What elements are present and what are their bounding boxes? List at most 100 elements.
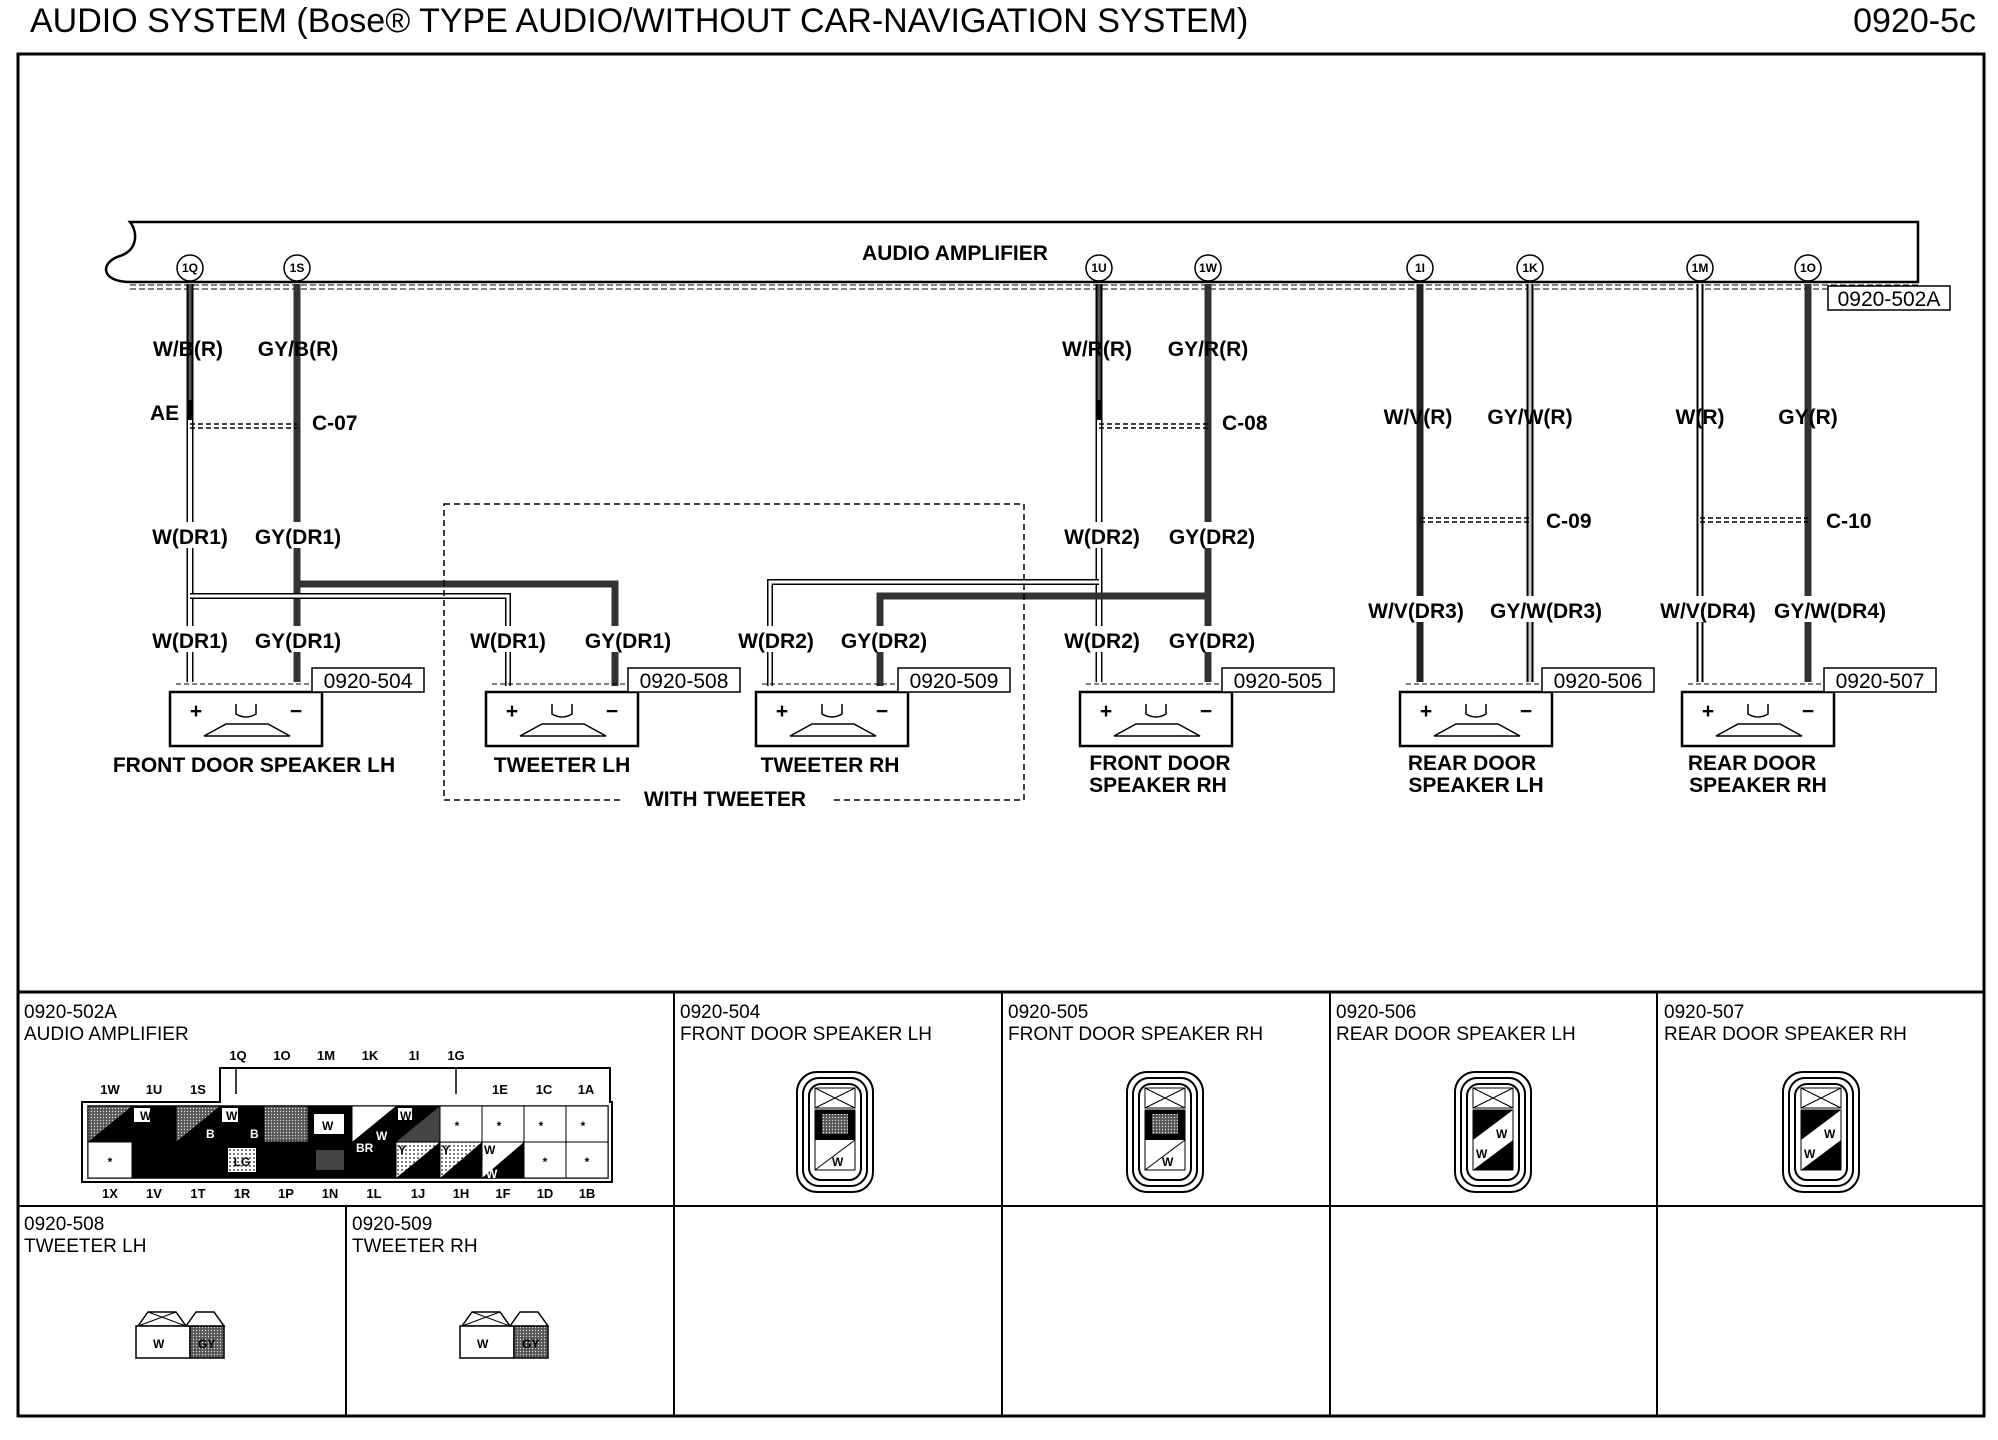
pin-color-text: W xyxy=(1162,1155,1174,1169)
minus-sign: − xyxy=(1802,700,1814,723)
pin-color-text: W xyxy=(1804,1147,1816,1161)
pin-number: 1A xyxy=(578,1082,595,1097)
page-number: 0920-5c xyxy=(1853,2,1976,40)
connector-ref: 0920-506 xyxy=(1554,670,1643,693)
speaker-label: FRONT DOOR xyxy=(1089,752,1230,775)
speaker-tweeter-lh: + − 0920-508 TWEETER LH xyxy=(484,667,741,777)
speaker-front-lh: + − 0920-504 FRONT DOOR SPEAKER LH xyxy=(113,667,425,777)
amplifier-ref: 0920-502A xyxy=(1838,288,1941,311)
speaker-label: SPEAKER RH xyxy=(1089,774,1227,797)
panel-name: TWEETER LH xyxy=(24,1236,146,1257)
pin-color-text: W xyxy=(153,1337,165,1351)
minus-sign: − xyxy=(606,700,618,723)
cell-text: * xyxy=(581,1119,586,1133)
wire-labels-mid: W(DR1) GY(DR1) W(DR2) GY(DR2) xyxy=(140,522,1264,549)
pin-number: 1X xyxy=(102,1186,118,1201)
cell-text: W xyxy=(140,1109,152,1123)
pin-number: 1Q xyxy=(229,1048,246,1063)
plus-sign: + xyxy=(1702,700,1714,723)
panel-name: FRONT DOOR SPEAKER RH xyxy=(1008,1024,1263,1045)
pin-number: 1E xyxy=(492,1082,508,1097)
minus-sign: − xyxy=(876,700,888,723)
amp-pin-1m: 1M xyxy=(1692,261,1709,275)
wire-label: GY(R) xyxy=(1778,406,1838,429)
pin-number: 1D xyxy=(537,1186,554,1201)
panel-name: FRONT DOOR SPEAKER LH xyxy=(680,1024,932,1045)
cell-text: * xyxy=(543,1155,548,1169)
cell-text: Y xyxy=(442,1143,450,1157)
speaker-label: FRONT DOOR SPEAKER LH xyxy=(113,754,395,777)
wire-label: GY/W(R) xyxy=(1487,406,1572,429)
panel-id: 0920-504 xyxy=(680,1002,761,1023)
connector-face-0920-505: W xyxy=(1126,1071,1204,1193)
wire-label: GY/B(R) xyxy=(258,338,339,361)
pin-number: 1N xyxy=(322,1186,339,1201)
pin-number: 1T xyxy=(190,1186,205,1201)
speaker-label: TWEETER LH xyxy=(494,754,631,777)
speakers: + − 0920-504 FRONT DOOR SPEAKER LH + − 0… xyxy=(113,667,1937,797)
panel-id: 0920-502A xyxy=(24,1002,117,1023)
wire-labels-upper: W/B(R) GY/B(R) W/R(R) GY/R(R) W/V(R) GY/… xyxy=(153,338,1838,429)
wire-label: GY/W(DR3) xyxy=(1490,600,1602,623)
speaker-front-rh: + − 0920-505 FRONT DOOR SPEAKER RH xyxy=(1078,667,1335,797)
wire-label: GY(DR1) xyxy=(255,630,341,653)
joints: AE C-07 C-08 C-09 C-10 xyxy=(150,402,1872,533)
speaker-label: REAR DOOR xyxy=(1688,752,1816,775)
wire-label: GY/W(DR4) xyxy=(1774,600,1886,623)
cell-text: Y xyxy=(398,1143,406,1157)
speaker-label: TWEETER RH xyxy=(761,754,900,777)
wire-label: GY(DR2) xyxy=(1169,526,1255,549)
cell-text: W xyxy=(322,1119,334,1133)
pin-color-text: GY xyxy=(198,1337,215,1351)
connector-face-0920-508: W GY xyxy=(135,1311,226,1359)
panel-name: REAR DOOR SPEAKER LH xyxy=(1336,1024,1576,1045)
cell-text: * xyxy=(108,1155,113,1169)
pin-color-text: W xyxy=(1496,1127,1508,1141)
wire-label: W/R(R) xyxy=(1062,338,1132,361)
pin-number: 1P xyxy=(278,1186,294,1201)
pin-color-text: W xyxy=(832,1155,844,1169)
minus-sign: − xyxy=(1520,700,1532,723)
pin-number: 1L xyxy=(366,1186,381,1201)
panel-id: 0920-507 xyxy=(1664,1002,1744,1023)
speaker-rear-lh: + − 0920-506 REAR DOOR SPEAKER LH xyxy=(1398,667,1655,797)
plus-sign: + xyxy=(506,700,518,723)
wire-label: W(DR1) xyxy=(152,630,228,653)
joint-c07-label: C-07 xyxy=(312,412,358,435)
pin-number: 1M xyxy=(317,1048,335,1063)
splice-ae-label: AE xyxy=(150,402,179,425)
amp-connector-face: W B W B W W W W * * * * * LG BR Y Y W * … xyxy=(81,1048,613,1201)
cell-text: W xyxy=(226,1109,238,1123)
cell-text: * xyxy=(497,1119,502,1133)
pin-number: 1H xyxy=(453,1186,470,1201)
tweeter-group-label: WITH TWEETER xyxy=(644,788,806,811)
cell-text: * xyxy=(539,1119,544,1133)
cell-text: B xyxy=(250,1127,259,1141)
connector-ref: 0920-509 xyxy=(910,670,999,693)
amp-pin-1o: 1O xyxy=(1800,261,1816,275)
panel-titles: 0920-502A AUDIO AMPLIFIER 0920-504 FRONT… xyxy=(24,1002,1907,1257)
pin-number: 1V xyxy=(146,1186,162,1201)
pin-number: 1B xyxy=(579,1186,596,1201)
connector-face-0920-506: W W xyxy=(1454,1071,1532,1193)
wire-label: GY/R(R) xyxy=(1168,338,1249,361)
wire-labels-lower: W(DR1) GY(DR1) W(DR1) GY(DR1) W(DR2) GY(… xyxy=(140,596,1896,653)
amplifier-label: AUDIO AMPLIFIER xyxy=(862,242,1048,265)
page-title: AUDIO SYSTEM (Bose® TYPE AUDIO/WITHOUT C… xyxy=(30,2,1249,40)
connector-face-0920-509: W GY xyxy=(459,1311,550,1359)
wire-label: W/V(DR4) xyxy=(1660,600,1756,623)
pin-color-text: W xyxy=(1476,1147,1488,1161)
connector-ref: 0920-507 xyxy=(1836,670,1925,693)
audio-amplifier: AUDIO AMPLIFIER 0920-502A xyxy=(104,220,1951,311)
joint-c10-label: C-10 xyxy=(1826,510,1872,533)
connector-grid xyxy=(18,992,1984,1416)
wire-label: GY(DR1) xyxy=(585,630,671,653)
joint-c09-label: C-09 xyxy=(1546,510,1592,533)
amp-pin-1i: 1I xyxy=(1415,261,1425,275)
pin-color-text: W xyxy=(477,1337,489,1351)
wire-label: W(DR2) xyxy=(1064,630,1140,653)
amp-pin-1u: 1U xyxy=(1091,261,1106,275)
wire-label: W/V(R) xyxy=(1384,406,1453,429)
wire-label: W/B(R) xyxy=(153,338,223,361)
